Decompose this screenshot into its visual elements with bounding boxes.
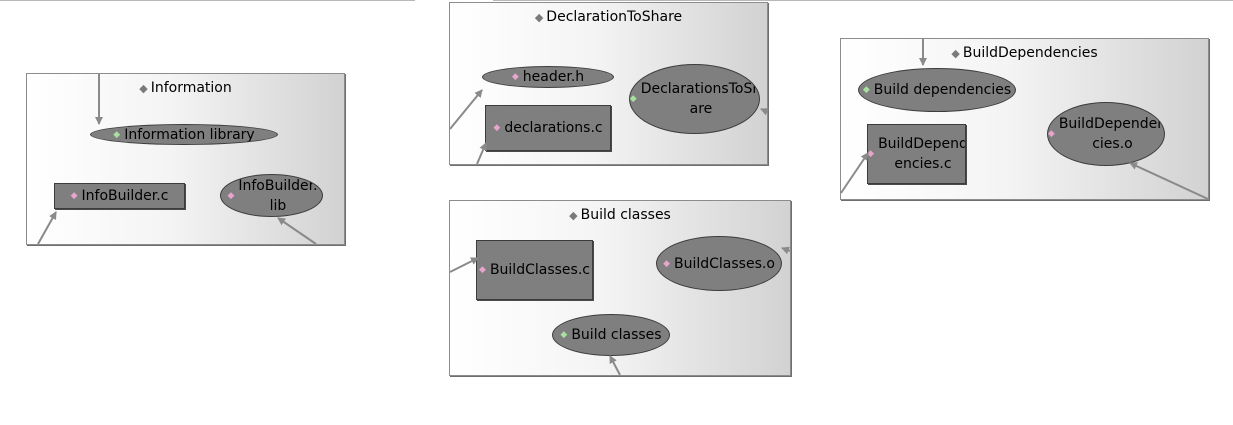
buildclasses-o-node[interactable]: ◆ BuildClasses.o <box>656 236 782 291</box>
file-marker-icon: ◆ <box>70 191 78 201</box>
group-marker-icon: ◆ <box>560 330 568 340</box>
group-title: ◆Information <box>27 74 344 103</box>
declarations-to-share-node[interactable]: ◆DeclarationsToSh are <box>629 64 760 134</box>
diamond-icon: ◆ <box>569 209 578 222</box>
header-h-node[interactable]: ◆header.h <box>482 66 614 88</box>
declarations-c-node[interactable]: ◆declarations.c <box>485 105 611 151</box>
node-label: header.h <box>522 69 585 85</box>
build-classes-group-node[interactable]: ◆Build classes <box>552 314 670 356</box>
group-title-label: BuildDependencies <box>962 45 1098 61</box>
group-marker-icon: ◆ <box>629 94 637 104</box>
group-title: ◆BuildDependencies <box>841 39 1208 68</box>
node-label: Build classes <box>571 327 662 343</box>
group-information[interactable]: ◆Information ◆Information library ◆InfoB… <box>26 73 345 245</box>
node-label: Build dependencies <box>873 82 1012 98</box>
group-build-dependencies[interactable]: ◆BuildDependencies ◆Build dependencies ◆… <box>840 38 1209 200</box>
file-marker-icon: ◆ <box>227 190 235 201</box>
group-title-label: Build classes <box>580 207 671 223</box>
diamond-icon: ◆ <box>139 82 148 95</box>
node-label: DeclarationsToSh are <box>640 81 760 117</box>
node-label: InfoBuilder.c <box>81 188 169 204</box>
node-label: declarations.c <box>504 120 603 136</box>
node-label: InfoBuilder. lib <box>238 177 318 214</box>
node-label: Information library <box>124 126 255 143</box>
group-title-label: Information <box>150 80 232 96</box>
file-marker-icon: ◆ <box>511 72 519 82</box>
file-marker-icon: ◆ <box>1047 129 1055 139</box>
top-divider-right <box>493 0 1233 1</box>
infobuilder-lib-node[interactable]: ◆InfoBuilder. lib <box>220 174 323 217</box>
group-title: ◆Build classes <box>450 201 790 230</box>
diamond-icon: ◆ <box>534 11 544 24</box>
node-label: BuildDependen cies.o <box>1058 116 1165 152</box>
group-marker-icon: ◆ <box>113 129 121 140</box>
node-label: BuildDepend encies.c <box>878 136 966 172</box>
diamond-icon: ◆ <box>951 47 960 60</box>
information-library-node[interactable]: ◆Information library <box>90 124 278 145</box>
infobuilder-c-node[interactable]: ◆InfoBuilder.c <box>54 183 185 209</box>
top-divider-left <box>0 0 415 1</box>
buildclasses-c-node[interactable]: ◆BuildClasses.c <box>476 240 593 300</box>
group-title: ◆DeclarationToShare <box>450 3 767 32</box>
file-marker-icon: ◆ <box>867 149 875 159</box>
group-marker-icon: ◆ <box>862 85 870 95</box>
node-label: BuildClasses.c <box>489 262 590 278</box>
build-dependencies-group-node[interactable]: ◆Build dependencies <box>858 68 1016 112</box>
builddependencies-o-node[interactable]: ◆BuildDependen cies.o <box>1047 102 1165 166</box>
node-label: BuildClasses.o <box>674 255 775 272</box>
builddependencies-c-node[interactable]: ◆BuildDepend encies.c <box>867 124 966 184</box>
group-declaration-to-share[interactable]: ◆DeclarationToShare ◆header.h ◆declarati… <box>449 2 768 165</box>
file-marker-icon: ◆ <box>493 123 501 133</box>
file-marker-icon: ◆ <box>663 258 670 269</box>
file-marker-icon: ◆ <box>479 265 486 275</box>
group-build-classes[interactable]: ◆Build classes ◆BuildClasses.c ◆BuildCla… <box>449 200 791 376</box>
group-title-label: DeclarationToShare <box>546 9 683 25</box>
